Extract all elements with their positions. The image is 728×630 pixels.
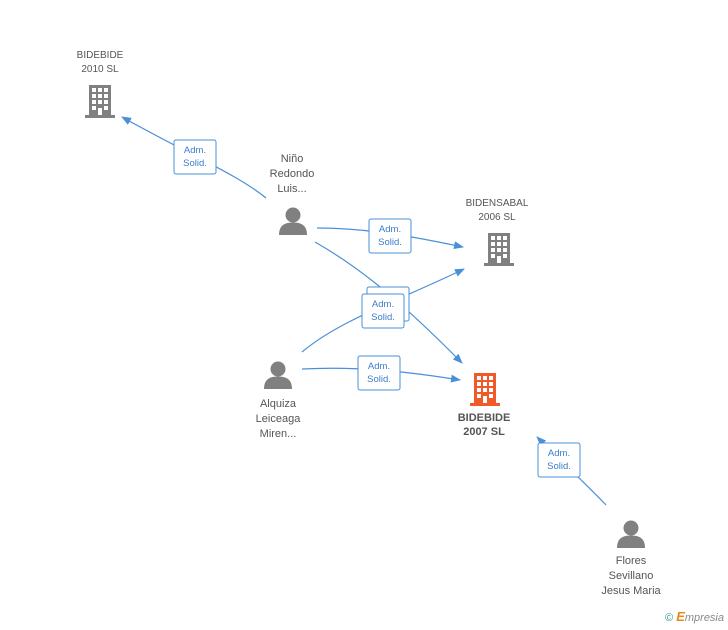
copyright-symbol: © xyxy=(665,612,674,624)
node-label: BIDEBIDE 2010 SL xyxy=(77,50,124,75)
node-p_nino[interactable]: NiñoRedondoLuis... xyxy=(270,153,315,235)
node-label-line: Redondo xyxy=(270,168,315,180)
edge-p_nino-to-c2007 xyxy=(314,241,463,364)
node-label-line: Niño xyxy=(281,153,304,165)
node-label: BIDENSABAL 2006 SL xyxy=(466,198,529,223)
brand-initial: E xyxy=(676,609,685,624)
node-label: AlquizaLeiceagaMiren... xyxy=(256,398,302,440)
node-label-line: Jesus Maria xyxy=(601,585,661,597)
node-label-line: BIDEBIDE xyxy=(77,50,124,61)
person-icon xyxy=(617,520,645,548)
edge-label-text: Solid. xyxy=(547,461,571,472)
person-icon xyxy=(279,207,307,235)
node-c2006[interactable]: BIDENSABAL 2006 SL xyxy=(466,198,529,266)
edge-label-text: Solid. xyxy=(378,237,402,248)
node-label-line: 2006 SL xyxy=(478,212,516,223)
empresia-logo: © Empresia xyxy=(665,609,724,624)
edge-label-text: Adm. xyxy=(372,299,394,310)
node-label-line: 2007 SL xyxy=(463,426,505,438)
edge-label-text: Solid. xyxy=(183,158,207,169)
brand-name: mpresia xyxy=(684,612,724,624)
node-label-line: Flores xyxy=(616,555,647,567)
node-label: NiñoRedondoLuis... xyxy=(270,153,315,195)
node-label-line: Miren... xyxy=(260,428,297,440)
edge-label-text: Solid. xyxy=(371,312,395,323)
node-label-line: BIDENSABAL xyxy=(466,198,529,209)
edge-label-text: Adm. xyxy=(368,361,390,372)
node-label-line: Leiceaga xyxy=(256,413,302,425)
node-label: BIDEBIDE 2007 SL xyxy=(458,412,511,438)
person-icon xyxy=(264,361,292,389)
edge-label-p_nino-to-c2010[interactable]: Adm. Solid. xyxy=(173,139,217,175)
node-c2010[interactable]: BIDEBIDE 2010 SL xyxy=(77,50,124,118)
node-c2007[interactable]: BIDEBIDE 2007 SL xyxy=(458,373,511,438)
building-icon xyxy=(484,233,514,266)
node-label-line: 2010 SL xyxy=(81,64,119,75)
building-icon xyxy=(85,85,115,118)
node-label-line: Luis... xyxy=(277,183,306,195)
node-label-line: Alquiza xyxy=(260,398,297,410)
edge-label-text: Adm. xyxy=(379,224,401,235)
node-label-line: Sevillano xyxy=(609,570,654,582)
edge-label-text: Solid. xyxy=(367,374,391,385)
edge-label-p_alquiza-to-c2007[interactable]: Adm. Solid. xyxy=(357,355,401,391)
edge-label-p_nino-to-c2006[interactable]: Adm. Solid. xyxy=(368,218,412,254)
edge-label-text: Adm. xyxy=(548,448,570,459)
building-icon xyxy=(470,373,500,406)
node-p_alquiza[interactable]: AlquizaLeiceagaMiren... xyxy=(256,361,302,441)
edge-label-p_alquiza-to-c2006[interactable]: Adm. Solid. xyxy=(361,293,405,329)
node-label-line: BIDEBIDE xyxy=(458,412,511,424)
edge-label-text: Adm. xyxy=(184,145,206,156)
edge-label-p_flores-to-c2007[interactable]: Adm. Solid. xyxy=(537,442,581,478)
